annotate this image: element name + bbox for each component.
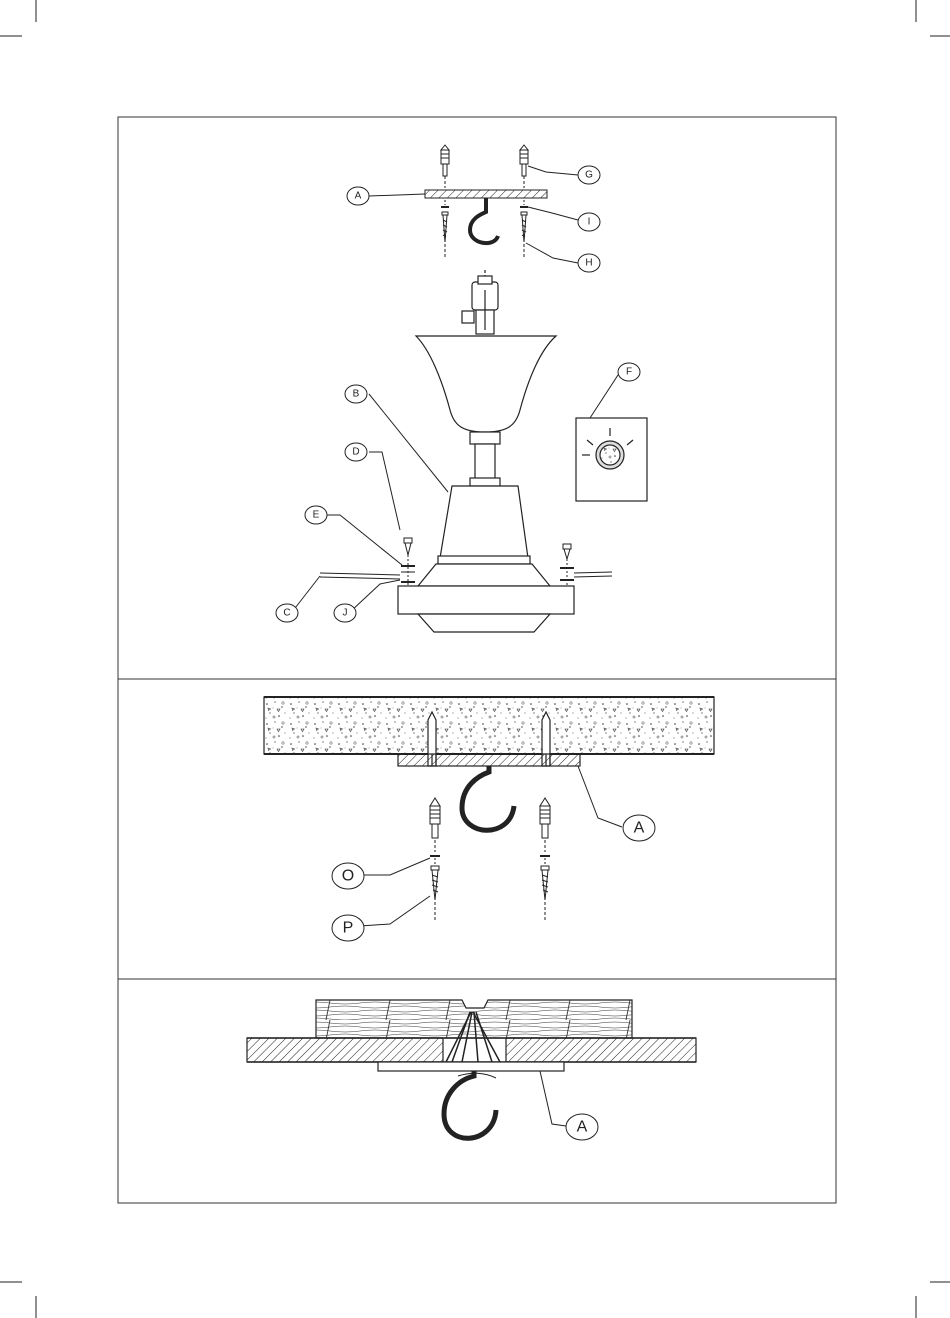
callout-a: A <box>347 187 369 205</box>
callout-o: O <box>332 863 364 889</box>
callout-j: J <box>334 604 356 622</box>
bracket-plate-wood <box>378 1062 564 1071</box>
callout-h: H <box>578 254 600 272</box>
svg-text:G: G <box>585 170 593 181</box>
callout-g: G <box>578 166 600 184</box>
ceiling-hook-installed <box>462 766 514 830</box>
panel2-fasteners <box>360 766 622 926</box>
mounting-bracket-assembly <box>425 145 547 258</box>
stem <box>470 432 500 444</box>
callout-a-2: A <box>623 815 655 841</box>
ceiling-hook <box>470 198 498 243</box>
panel2-callouts: A O P <box>332 815 655 941</box>
svg-text:C: C <box>283 608 290 619</box>
wood-ceiling-section <box>247 1000 696 1138</box>
svg-text:O: O <box>342 868 354 885</box>
concrete-ceiling-section <box>264 697 714 830</box>
svg-text:H: H <box>585 258 592 269</box>
panel3-leaders <box>540 1071 566 1126</box>
ceiling-board-left <box>247 1038 443 1062</box>
callout-d: D <box>345 443 367 461</box>
svg-text:E: E <box>313 510 320 521</box>
callout-a-3: A <box>566 1114 598 1140</box>
callout-e: E <box>305 506 327 524</box>
screw-right <box>521 200 527 258</box>
ceiling-board-right <box>506 1038 696 1062</box>
panel3-callouts: A <box>566 1114 598 1140</box>
svg-text:F: F <box>626 367 632 378</box>
bracket-plate-installed <box>398 754 580 766</box>
svg-text:B: B <box>353 389 360 400</box>
callout-i: I <box>578 213 600 231</box>
screw-left <box>442 200 448 258</box>
callout-b: B <box>345 385 367 403</box>
light-fixture <box>398 270 574 632</box>
ceiling-hook-wood <box>444 1071 496 1138</box>
callout-f: F <box>618 363 640 381</box>
wall-plug-right <box>520 145 528 188</box>
svg-text:I: I <box>588 217 591 228</box>
svg-text:J: J <box>343 608 348 619</box>
bulb-illustration <box>576 418 647 501</box>
svg-text:P: P <box>343 920 354 937</box>
svg-text:A: A <box>634 820 645 837</box>
wall-plug-o-right <box>540 798 550 920</box>
callout-c: C <box>276 604 298 622</box>
svg-text:D: D <box>352 447 359 458</box>
bracket-plate <box>425 190 547 198</box>
base <box>418 564 550 586</box>
svg-text:A: A <box>355 191 362 202</box>
shade <box>440 486 528 558</box>
svg-text:A: A <box>577 1119 588 1136</box>
wall-plug-o-left <box>430 798 440 920</box>
canopy <box>416 336 556 432</box>
wall-plug-left <box>441 145 449 188</box>
concrete-slab <box>264 697 714 754</box>
callout-p: P <box>332 915 364 941</box>
